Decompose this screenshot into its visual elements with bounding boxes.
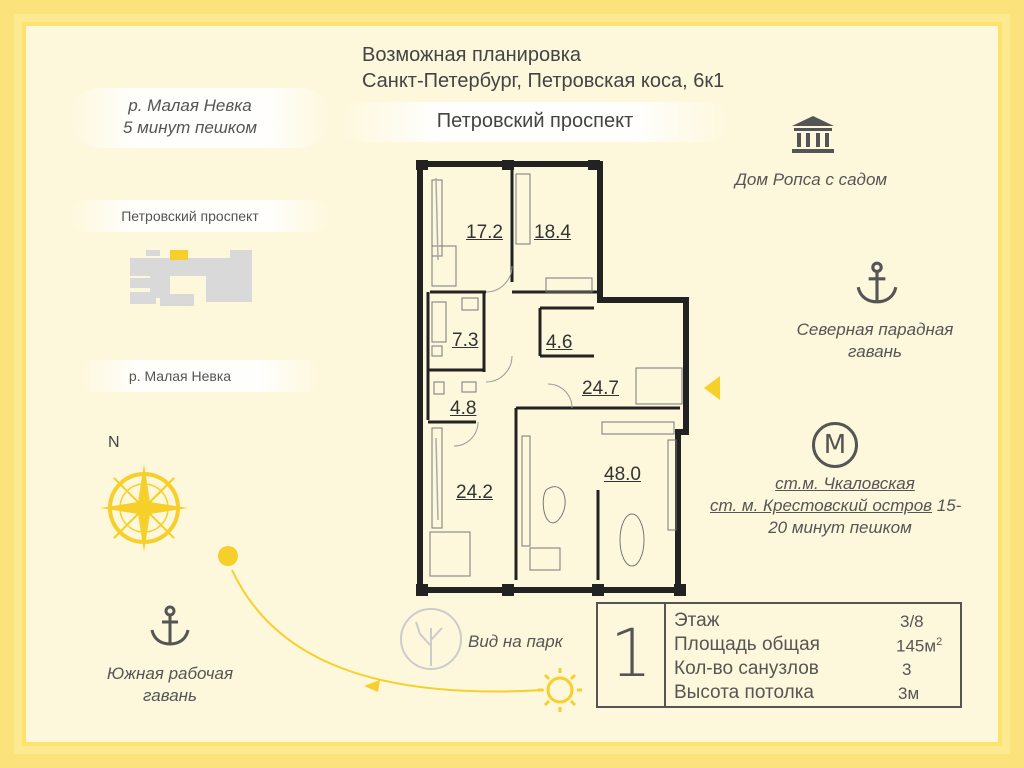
metro-symbol: M [823,430,847,460]
harbor-north-line1: Северная парадная [796,320,954,339]
tree-icon [400,608,462,670]
map-bottom-banner [80,360,320,392]
metro-walk-prefix: 15- [932,496,962,515]
metro-walk-time: 20 минут пешком [768,518,912,537]
floor-plan [416,160,689,596]
floor-label: Этаж [674,610,720,631]
harbor-south-line1: Южная рабочая [106,664,234,683]
apartment-info-table: 1 Этаж 3/8 Площадь общая 145м2 Кол-во са… [596,602,962,708]
map-block [160,294,194,306]
metro-station-2-line: ст. м. Крестовский остров 15- [710,496,961,516]
map-block [230,250,252,302]
room-area-24-7: 24.7 [582,378,619,399]
park-view-label: Вид на парк [468,632,563,651]
area-value: 145м [896,636,937,656]
site-plan-map [130,250,252,306]
area-label: Площадь общая [674,634,820,655]
plan-title: Возможная планировка [362,44,582,66]
map-top-banner [70,200,330,232]
room-area-4-6: 4.6 [546,332,573,353]
compass-north-letter: N [108,434,120,451]
room-area-7-3: 7.3 [452,330,479,351]
river-name: р. Малая Невка [128,96,252,115]
map-block [146,250,160,256]
area-unit-sup: 2 [936,636,943,648]
metro-station-2: ст. м. Крестовский остров [710,496,933,515]
metro-station-1: ст.м. Чкаловская [775,474,915,493]
room-area-24-2: 24.2 [456,482,493,503]
floor-number-big: 1 [598,604,666,706]
street-banner [340,102,730,142]
room-area-18-4: 18.4 [534,222,571,243]
map-block [130,292,156,304]
river-banner [70,88,330,148]
floor-value: 3/8 [900,612,924,631]
river-walk-time: 5 минут пешком [122,118,258,137]
room-area-4-8: 4.8 [450,398,477,419]
bathrooms-value: 3 [902,660,912,679]
room-area-48-0: 48.0 [604,464,641,485]
area-value-line: 145м2 [896,636,942,657]
map-bottom-label: р. Малая Невка [128,368,232,384]
building-highlight [170,250,188,260]
plan-address: Санкт-Петербург, Петровская коса, 6к1 [362,70,725,92]
map-block [130,278,150,288]
building-columns-icon [792,116,834,153]
harbor-south-line2: гавань [143,686,197,705]
map-block [170,258,240,276]
entrance-arrow-icon [704,376,720,400]
sun-path [218,546,582,712]
ropsa-house-label: Дом Ропса с садом [734,170,888,189]
ceiling-value: 3м [898,684,920,703]
metro-icon: M [812,422,858,468]
ceiling-label: Высота потолка [674,682,814,703]
room-area-17-2: 17.2 [466,222,503,243]
map-block [150,258,170,298]
bathrooms-label: Кол-во санузлов [674,658,819,679]
street-label: Петровский проспект [436,110,634,132]
harbor-north-line2: гавань [848,342,902,361]
compass-icon [100,464,188,552]
anchor-icon-north [856,261,898,304]
map-top-label: Петровский проспект [121,208,259,224]
anchor-icon-south [150,605,190,646]
